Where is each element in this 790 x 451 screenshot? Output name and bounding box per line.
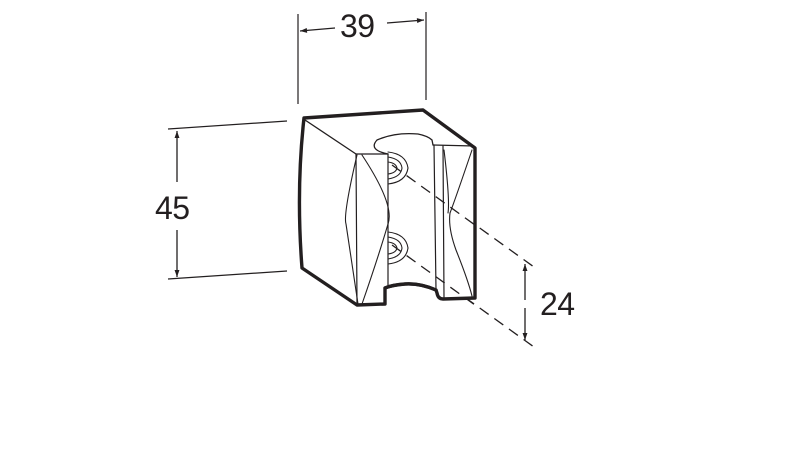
bracket-body — [297, 108, 477, 307]
hole-centerline-upper — [391, 164, 535, 268]
right-face-curve — [449, 149, 473, 297]
left-face-curve — [344, 154, 359, 305]
width-arrow-right — [386, 18, 425, 24]
height-dimension — [167, 120, 288, 280]
width-dimension — [297, 12, 427, 104]
slot-wall-right — [442, 145, 445, 299]
hole-spacing-dimension-label: 24 — [540, 286, 575, 322]
hole-centerline-lower — [391, 244, 535, 348]
width-arrow-left — [299, 27, 336, 33]
width-dimension-label: 39 — [340, 8, 375, 44]
left-face-edge-front — [355, 153, 358, 306]
height-dimension-label: 45 — [155, 190, 190, 226]
hole-spacing-dimension — [391, 164, 535, 348]
top-face-edge-left — [304, 119, 357, 155]
height-extension-line-bottom — [167, 270, 288, 280]
right-face-curve-inner — [443, 149, 450, 214]
height-extension-line-top — [167, 120, 288, 130]
bottom-slot-edge — [383, 282, 438, 292]
top-slot — [373, 132, 434, 155]
slot-wall-left — [433, 144, 437, 291]
left-face-curve-inner — [361, 154, 390, 305]
top-face-edge-right — [432, 144, 475, 147]
